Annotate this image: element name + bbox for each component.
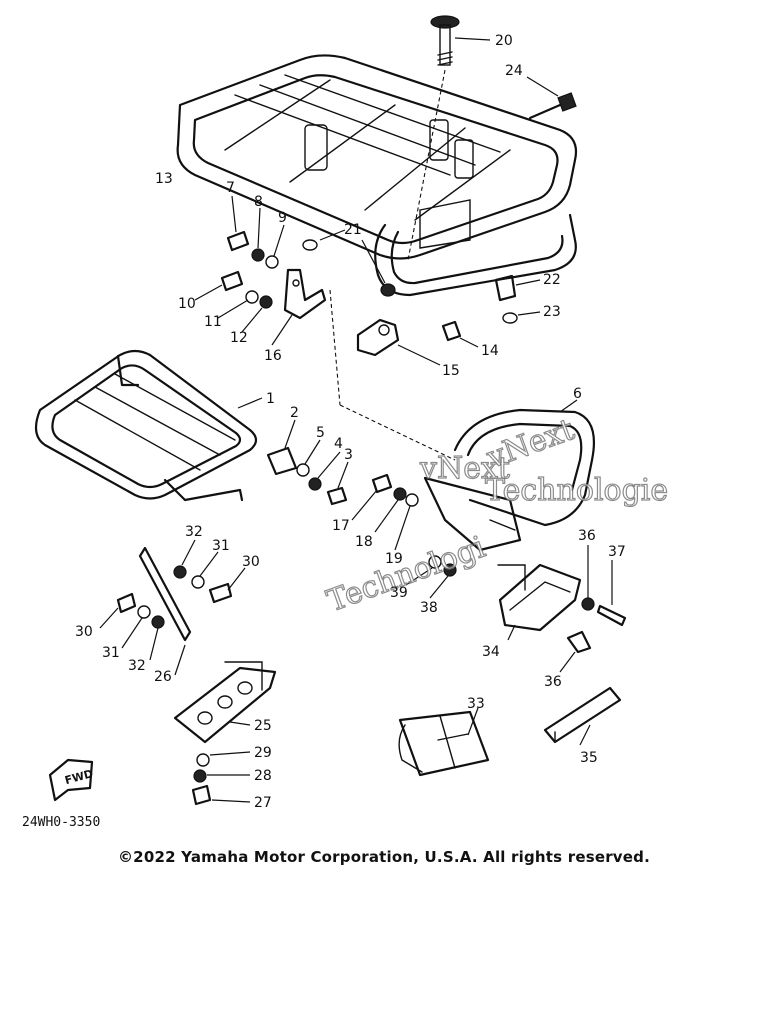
callout-label: 38 <box>420 600 438 616</box>
callout-label: 9 <box>278 210 287 226</box>
callout-label: 16 <box>264 348 282 364</box>
fwd-arrow-icon: FWD <box>48 758 95 802</box>
bracket-assembly-25 <box>138 546 277 806</box>
callout-label: 31 <box>102 645 120 661</box>
callout-label: 21 <box>344 222 362 238</box>
callout-label: 35 <box>580 750 598 766</box>
callout-label: 5 <box>316 425 325 441</box>
callout-label: 32 <box>128 658 146 674</box>
drawing-code: 24WH0-3350 <box>22 815 100 830</box>
hardware-17-19 <box>371 473 457 577</box>
callout-label: 30 <box>75 624 93 640</box>
copyright-notice: ©2022 Yamaha Motor Corporation, U.S.A. A… <box>117 848 650 866</box>
callout-label: 8 <box>254 194 263 210</box>
callout-label: 22 <box>543 272 561 288</box>
rear-guard <box>423 408 596 552</box>
callout-label: 15 <box>442 363 460 379</box>
callout-label: 7 <box>226 180 235 196</box>
hardware-22-23-14 <box>441 274 518 342</box>
callout-label: 18 <box>355 534 373 550</box>
callout-label: 2 <box>290 405 299 421</box>
callout-label: 4 <box>334 436 343 452</box>
callout-label: 39 <box>390 585 408 601</box>
callout-labels: 20 24 13 7 8 9 21 22 23 10 11 12 16 14 1… <box>75 33 626 811</box>
callout-label: 36 <box>544 674 562 690</box>
callout-label: 23 <box>543 304 561 320</box>
callout-label: 12 <box>230 330 248 346</box>
bolt-24 <box>528 92 577 120</box>
hardware-2-5 <box>266 446 348 506</box>
callout-label: 1 <box>266 391 275 407</box>
callout-label: 19 <box>385 551 403 567</box>
callout-label: 37 <box>608 544 626 560</box>
watermark: vNext Technologie Technologi vNext <box>322 411 669 619</box>
callout-label: 20 <box>495 33 513 49</box>
callout-label: 14 <box>481 343 499 359</box>
callout-label: 25 <box>254 718 272 734</box>
hardware-30-32 <box>116 565 233 629</box>
callout-label: 27 <box>254 795 272 811</box>
collar-21 <box>302 239 396 297</box>
watermark-line-2: Technologie <box>485 473 668 508</box>
callout-label: 33 <box>467 696 485 712</box>
tool-bag <box>398 710 490 777</box>
callout-label: 26 <box>154 669 172 685</box>
bracket-16 <box>283 268 327 320</box>
knob-bolt <box>430 15 460 66</box>
bracket-34 <box>497 563 627 654</box>
callout-label: 30 <box>242 554 260 570</box>
callout-label: 6 <box>573 386 582 402</box>
watermark-line-4: vNext <box>482 412 579 476</box>
hardware-7-12 <box>220 230 279 309</box>
callout-label: 10 <box>178 296 196 312</box>
clamp-15 <box>356 318 400 357</box>
watermark-line-3: Technologi <box>323 530 490 619</box>
callout-label: 3 <box>344 447 353 463</box>
callout-label: 32 <box>185 524 203 540</box>
watermark-line-1: vNext <box>419 451 510 486</box>
callout-label: 29 <box>254 745 272 761</box>
callout-label: 11 <box>204 314 222 330</box>
strip-35 <box>543 686 622 744</box>
callout-label: 17 <box>332 518 350 534</box>
callout-label: 34 <box>482 644 500 660</box>
rear-carrier-rack <box>176 54 578 297</box>
callout-label: 28 <box>254 768 272 784</box>
callout-label: 13 <box>155 171 173 187</box>
callout-label: 31 <box>212 538 230 554</box>
front-carrier-rack <box>34 349 258 502</box>
callout-label: 36 <box>578 528 596 544</box>
callout-label: 24 <box>505 63 523 79</box>
